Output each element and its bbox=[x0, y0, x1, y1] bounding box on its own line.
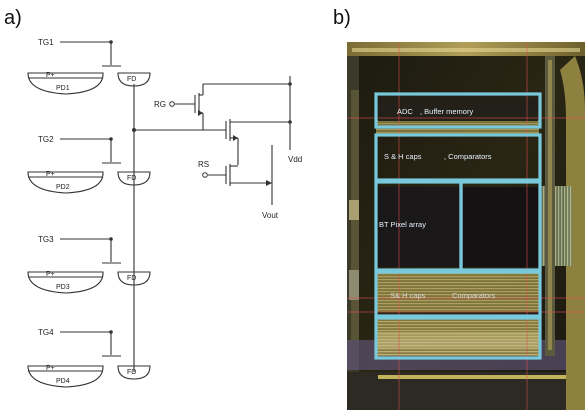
comparators-label: , Comparators bbox=[444, 152, 492, 161]
pixel-row-3: TG3 P+ PD3 FD bbox=[27, 235, 151, 294]
pd3-well bbox=[27, 271, 104, 294]
bottom-buffer-block bbox=[374, 316, 542, 360]
fd4-label: FD bbox=[127, 369, 136, 376]
panel-b-label: b) bbox=[333, 7, 351, 29]
buffer-label: , Buffer memory bbox=[420, 107, 473, 116]
tg2-label: TG2 bbox=[38, 135, 54, 144]
sh-comparator-block-bottom bbox=[374, 270, 542, 318]
fd3-label: FD bbox=[127, 275, 136, 282]
pixel-array-label: BT Pixel array bbox=[379, 220, 426, 229]
fd1-label: FD bbox=[127, 76, 136, 83]
source-follower bbox=[203, 119, 290, 165]
reset-transistor: RG bbox=[154, 84, 204, 130]
sh-caps-label-2: S& H caps bbox=[390, 291, 426, 300]
pixel-row-1: TG1 P+ PD1 FD bbox=[27, 38, 151, 95]
pd2-label: PD2 bbox=[56, 184, 70, 191]
pixel-row-4: TG4 P+ PD4 FD bbox=[27, 328, 151, 388]
row-select-transistor: RS bbox=[198, 145, 273, 205]
die-photo: ADC , Buffer memory S & H caps , Compara… bbox=[347, 42, 585, 410]
comparators-label-2: Comparators bbox=[452, 291, 496, 300]
pd1-label: PD1 bbox=[56, 85, 70, 92]
pd4-implant: P+ bbox=[46, 365, 55, 372]
pd2-implant: P+ bbox=[46, 171, 55, 178]
fd4-node bbox=[117, 365, 151, 380]
sh-caps-label: S & H caps bbox=[384, 152, 422, 161]
fd1-node bbox=[117, 72, 151, 87]
tg1-label: TG1 bbox=[38, 38, 54, 47]
pd4-label: PD4 bbox=[56, 378, 70, 385]
sh-comparator-block-top bbox=[374, 133, 542, 182]
pixel-array-block-right bbox=[459, 180, 542, 272]
adc-label: ADC bbox=[397, 107, 413, 116]
tg3-label: TG3 bbox=[38, 235, 54, 244]
pd3-implant: P+ bbox=[46, 271, 55, 278]
pixel-row-2: TG2 P+ PD2 FD bbox=[27, 135, 151, 194]
rs-label: RS bbox=[198, 160, 209, 169]
vdd-label: Vdd bbox=[288, 155, 302, 164]
pd2-well bbox=[27, 171, 104, 194]
pd1-implant: P+ bbox=[46, 72, 55, 79]
pd3-label: PD3 bbox=[56, 284, 70, 291]
pd4-well bbox=[27, 365, 104, 388]
tg4-label: TG4 bbox=[38, 328, 54, 337]
rg-label: RG bbox=[154, 100, 166, 109]
vout-label: Vout bbox=[262, 211, 279, 220]
fd2-node bbox=[117, 171, 151, 186]
adc-buffer-block bbox=[374, 92, 542, 129]
panel-a-label: a) bbox=[4, 7, 22, 29]
fd2-label: FD bbox=[127, 175, 136, 182]
pd1-well bbox=[27, 72, 104, 95]
fd3-node bbox=[117, 271, 151, 286]
